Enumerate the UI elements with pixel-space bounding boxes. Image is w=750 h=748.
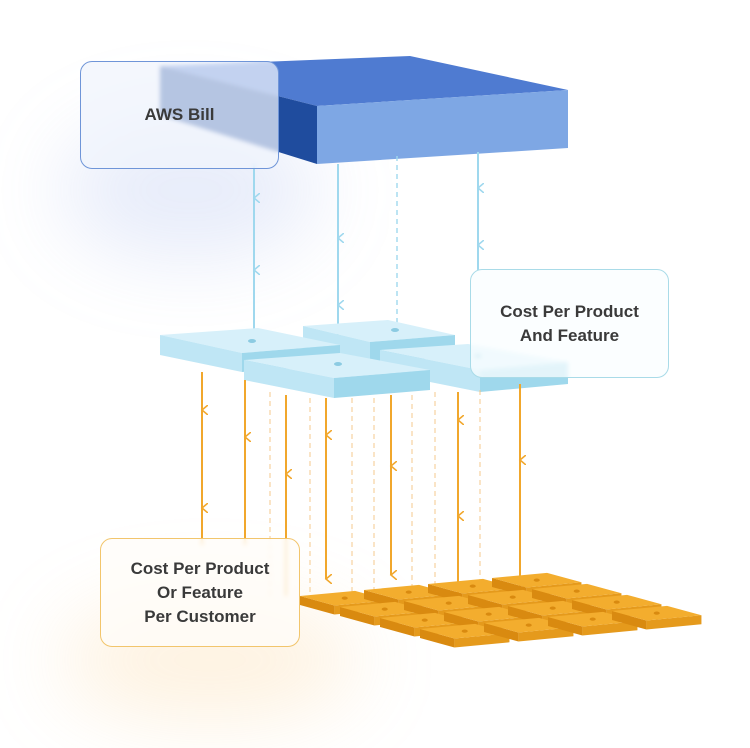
aws-block-front bbox=[317, 90, 568, 164]
aws-bill-label: AWS Bill bbox=[144, 105, 215, 124]
customer-label-line: Cost Per Product bbox=[130, 558, 270, 578]
product-block bbox=[244, 353, 430, 398]
product-feature-label-line: Cost Per Product bbox=[500, 301, 639, 321]
cost-per-product-feature-card: Cost Per Product And Feature bbox=[470, 269, 669, 378]
orange-arrows bbox=[202, 372, 520, 596]
customer-blocks bbox=[300, 572, 702, 648]
product-feature-label-line: And Feature bbox=[519, 325, 620, 345]
cost-per-customer-card: Cost Per Product Or Feature Per Customer bbox=[100, 538, 300, 647]
customer-label-line: Per Customer bbox=[144, 606, 256, 626]
blue-arrows bbox=[254, 152, 478, 352]
aws-bill-card: AWS Bill bbox=[80, 61, 279, 169]
orange-dashed-guides bbox=[269, 390, 481, 600]
customer-label-line: Or Feature bbox=[157, 582, 243, 602]
customer-block bbox=[612, 605, 702, 630]
